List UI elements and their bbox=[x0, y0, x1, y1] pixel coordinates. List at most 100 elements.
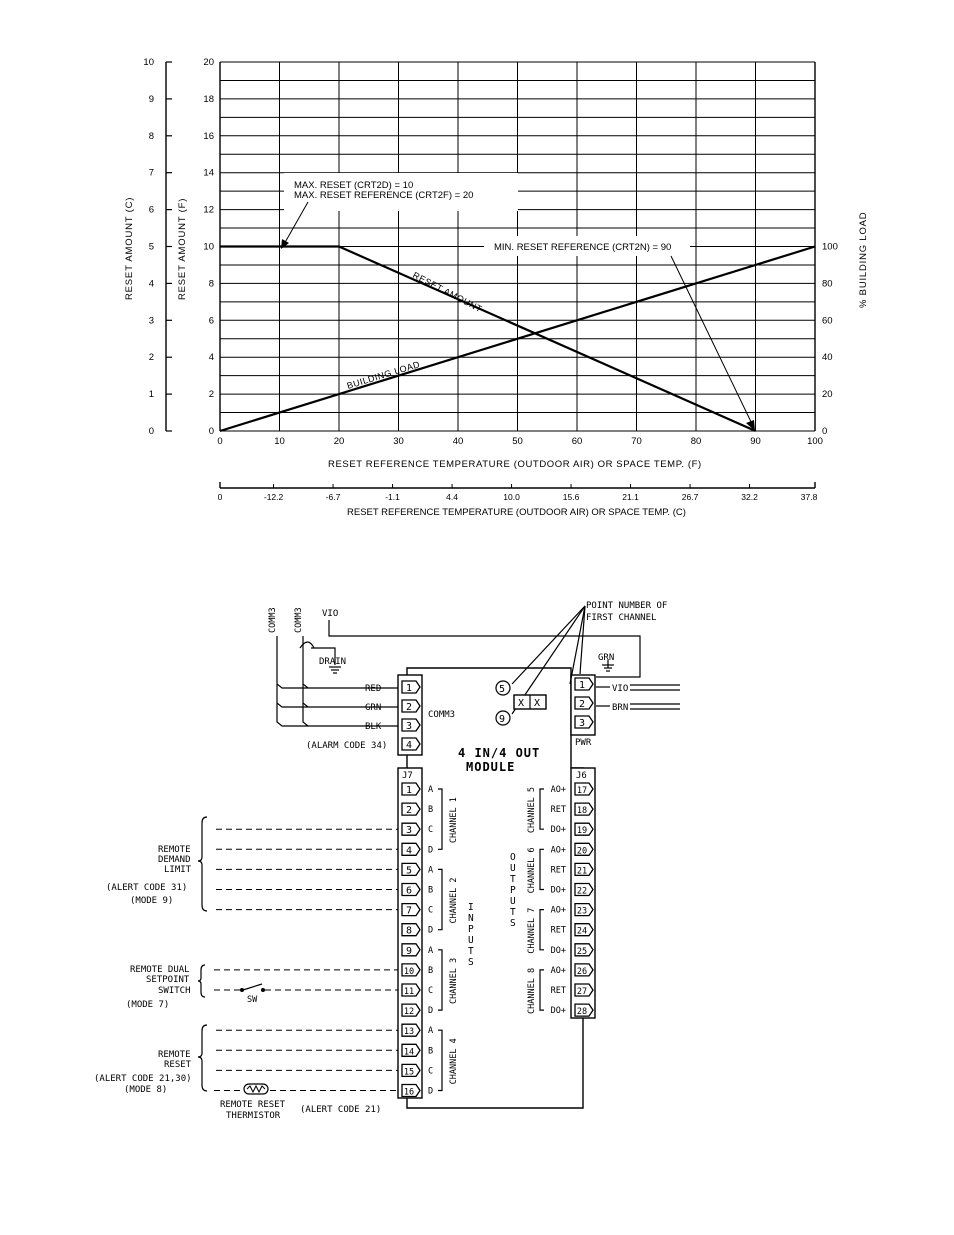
input-channel-label: CHANNEL 3 bbox=[449, 958, 459, 1004]
pwr-pin-2-shape bbox=[574, 696, 594, 710]
module-title-line1: 4 IN/4 OUT bbox=[458, 746, 540, 760]
input-pin-16-shape bbox=[401, 1083, 421, 1098]
comm-wire-label-blk: BLK bbox=[365, 722, 382, 732]
input-letter: B bbox=[428, 805, 433, 815]
callout-line-3 bbox=[569, 605, 586, 685]
x-tick-label-f: 20 bbox=[334, 436, 345, 447]
reset-label-1: REMOTE bbox=[158, 1050, 191, 1060]
output-pin-18-shape bbox=[574, 802, 594, 816]
output-letter: DO+ bbox=[551, 1006, 566, 1016]
y-tick-label-right: 20 bbox=[822, 389, 833, 400]
input-pin-7-shape bbox=[401, 902, 421, 917]
y-tick-label-c: 2 bbox=[149, 352, 154, 363]
comm-pin-2-shape bbox=[401, 699, 421, 713]
y-tick-label-f: 8 bbox=[209, 278, 214, 289]
demand-limit-brace bbox=[197, 816, 208, 912]
remote-reset-brace bbox=[197, 1024, 208, 1092]
comm-wire-2 bbox=[276, 684, 398, 708]
pwr-wire-label-vio: VIO bbox=[612, 684, 628, 694]
input-channel-bracket bbox=[438, 949, 443, 1011]
output-pin-24-shape bbox=[574, 923, 594, 937]
x-tick-label-f: 50 bbox=[512, 436, 523, 447]
input-pin-6: 6 bbox=[406, 886, 412, 897]
x-tick-label-c: 0 bbox=[218, 492, 223, 502]
setpoint-switch-icon bbox=[240, 983, 265, 992]
demand-label-3: LIMIT bbox=[164, 865, 192, 875]
j7-label: J7 bbox=[402, 771, 413, 781]
x-tick-label-f: 10 bbox=[274, 436, 285, 447]
min-reset-arrowhead bbox=[746, 420, 755, 431]
output-pin-20: 20 bbox=[577, 846, 587, 856]
input-pin-1: 1 bbox=[406, 785, 412, 796]
x-tick-label-c: 4.4 bbox=[446, 492, 458, 502]
ref-circle-9 bbox=[495, 710, 511, 726]
x-tick-label-c: -12.2 bbox=[264, 492, 284, 502]
output-pin-21-shape bbox=[574, 862, 594, 877]
input-channel-bracket bbox=[438, 788, 443, 850]
demand-label-5: (MODE 9) bbox=[130, 896, 173, 906]
input-pin-5: 5 bbox=[406, 865, 412, 876]
y-axis-title-right: % BUILDING LOAD bbox=[858, 212, 869, 308]
input-letter: C bbox=[428, 986, 433, 996]
max-reset-reference-annotation: MAX. RESET REFERENCE (CRT2F) = 20 bbox=[294, 190, 473, 201]
drain-label: DRAIN bbox=[319, 657, 346, 667]
output-letter: RET bbox=[551, 805, 566, 815]
output-pin-22: 22 bbox=[577, 887, 587, 897]
dual-setpoint-brace bbox=[197, 964, 206, 998]
input-letter: A bbox=[428, 785, 433, 795]
input-channel-bracket bbox=[438, 868, 443, 931]
output-pin-21: 21 bbox=[577, 866, 587, 876]
input-pin-1-shape bbox=[401, 782, 421, 796]
comm-wire-6 bbox=[302, 703, 309, 727]
output-pin-26-shape bbox=[574, 963, 594, 977]
output-channel-label: CHANNEL 6 bbox=[527, 847, 537, 893]
x-tick-label-c: 26.7 bbox=[682, 492, 699, 502]
ref-circle-5 bbox=[495, 680, 511, 696]
thermistor-alert-label: (ALERT CODE 21) bbox=[300, 1105, 381, 1115]
y-tick-label-f: 6 bbox=[209, 315, 214, 326]
dual-label-1: REMOTE DUAL bbox=[130, 965, 190, 975]
shield-loop bbox=[299, 641, 315, 649]
input-letter: A bbox=[428, 946, 433, 956]
dual-label-2: SETPOINT bbox=[146, 975, 190, 985]
y-tick-label-c: 10 bbox=[143, 57, 154, 68]
comm-pin-2: 2 bbox=[406, 702, 412, 713]
output-pin-23: 23 bbox=[577, 907, 587, 917]
input-letter: D bbox=[428, 845, 433, 855]
input-letter: D bbox=[428, 926, 433, 936]
module-ground-icon bbox=[602, 664, 614, 672]
reset-label-4: (MODE 8) bbox=[124, 1085, 167, 1095]
input-letter: B bbox=[428, 966, 433, 976]
comm3-cable-label-right: COMM3 bbox=[294, 607, 304, 633]
input-pin-2: 2 bbox=[406, 805, 412, 816]
y-tick-label-right: 0 bbox=[822, 426, 827, 437]
comm-wire-label-grn: GRN bbox=[365, 703, 381, 713]
y-tick-label-right: 40 bbox=[822, 352, 833, 363]
y-tick-label-c: 3 bbox=[149, 315, 154, 326]
x-tick-label-c: -1.1 bbox=[385, 492, 400, 502]
input-pin-3-shape bbox=[401, 822, 421, 836]
point-number-note-line2: FIRST CHANNEL bbox=[586, 613, 656, 623]
input-pin-5-shape bbox=[401, 862, 421, 877]
output-channel-bracket bbox=[539, 848, 544, 891]
y-tick-label-c: 6 bbox=[149, 205, 154, 216]
x-tick-label-c: -6.7 bbox=[326, 492, 341, 502]
input-pin-10-shape bbox=[401, 963, 421, 977]
output-pin-23-shape bbox=[574, 902, 594, 917]
output-pin-25: 25 bbox=[577, 947, 587, 957]
comm-pin-4: 4 bbox=[406, 740, 412, 751]
output-pin-24: 24 bbox=[577, 927, 587, 937]
reset-chart: 0246810121416182001234567891002040608010… bbox=[124, 57, 869, 518]
output-letter: AO+ bbox=[551, 966, 566, 976]
reset-label-3: (ALERT CODE 21,30) bbox=[94, 1074, 192, 1084]
pwr-pin-2: 2 bbox=[579, 699, 585, 710]
thermistor-icon bbox=[243, 1083, 269, 1095]
input-letter: B bbox=[428, 1046, 433, 1056]
output-letter: RET bbox=[551, 865, 566, 875]
x-tick-label-c: 37.8 bbox=[801, 492, 818, 502]
max-reset-annotation-box bbox=[284, 173, 518, 211]
switch-label: SW bbox=[247, 995, 258, 1005]
comm-pin-1-shape bbox=[401, 680, 421, 694]
min-reset-pointer bbox=[670, 255, 755, 429]
